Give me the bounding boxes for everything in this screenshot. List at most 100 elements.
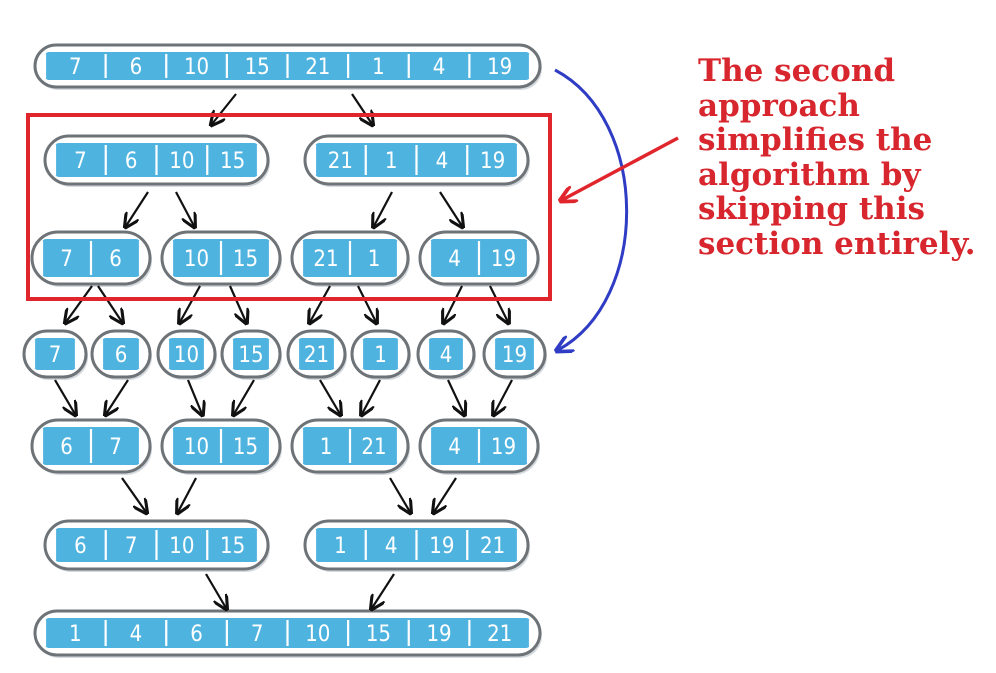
cell-value: 4 [385,534,398,559]
cell-value: 10 [305,622,330,647]
cell-value: 1 [69,622,82,647]
flow-arrow [228,285,246,322]
array-block: 21 [286,329,347,380]
array-block: 6 [90,329,152,380]
cell-value: 15 [233,247,258,272]
note-line: simplifies the [698,122,933,158]
flow-arrow [447,379,464,414]
cell-value: 7 [74,149,87,174]
cell-value: 10 [174,343,199,368]
cell-value: 7 [69,55,82,80]
flow-arrow [186,379,202,414]
flow-arrow [205,573,226,608]
flow-arrow [310,285,331,322]
cell-value: 4 [448,247,461,272]
block-fill [232,338,270,370]
array-block: 19 [482,329,547,380]
cell-value: 4 [130,622,143,647]
note-line: The second [698,53,896,89]
array-block: 1 [350,329,411,380]
skip-arrow [555,68,629,350]
cell-value: 21 [487,622,512,647]
cell-value: 6 [130,55,143,80]
note-line: algorithm by [698,156,921,193]
flow-arrow [444,285,463,322]
array-block: 7 [22,329,88,380]
array-block: 15 [220,329,282,380]
block-fill [168,338,205,370]
block-fill [102,338,140,370]
array-block: 4 19 [418,418,540,475]
cell-value: 10 [169,534,194,559]
flow-arrow [374,191,393,226]
skipped-section-highlight [26,113,552,301]
flow-arrow [234,379,255,414]
cell-value: 7 [49,343,62,368]
flow-arrow [212,93,237,124]
flow-arrow [106,379,129,414]
cell-value: 15 [220,149,245,174]
cell-value: 1 [334,534,347,559]
array-block: 4 [416,329,476,380]
cell-value: 6 [115,343,128,368]
flow-arrows [54,93,513,608]
cell-value: 21 [480,534,505,559]
cell-value: 10 [169,149,194,174]
cell-value: 6 [60,435,73,460]
flow-arrow [180,285,201,322]
cell-value: 21 [305,55,330,80]
cell-value: 15 [238,343,263,368]
cell-value: 15 [233,435,258,460]
flow-arrow [121,477,146,512]
cell-value: 7 [125,534,138,559]
pointer-arrow [562,136,679,200]
block-fill [494,338,535,370]
cell-value: 6 [109,247,122,272]
array-block: 10 15 [160,230,282,287]
cell-value: 6 [74,534,87,559]
cell-value: 15 [220,534,245,559]
cell-value: 4 [436,149,449,174]
cell-value: 19 [491,435,516,460]
cell-value: 19 [487,55,512,80]
flow-arrow [434,477,457,512]
array-block: 6 7 10 15 [43,519,270,572]
cell-value: 15 [366,622,391,647]
cell-value: 19 [480,149,505,174]
cell-value: 15 [245,55,270,80]
array-block: 1 4 19 21 [303,519,530,572]
annotation-note: The second approach simplifies the algor… [698,54,988,261]
cell-value: 19 [502,343,527,368]
cell-value: 7 [251,622,264,647]
cell-value: 21 [328,149,353,174]
cell-value: 21 [304,343,329,368]
block-fill [298,338,335,370]
cell-value: 4 [448,435,461,460]
flow-arrow [362,379,381,414]
cell-value: 6 [190,622,203,647]
flow-arrow [97,285,122,322]
cell-value: 6 [125,149,138,174]
note-line: section entirely. [698,225,976,262]
cell-value: 1 [372,55,385,80]
array-block: 7 6 10 15 [43,134,270,187]
cell-value: 19 [429,534,454,559]
flow-arrow [54,379,75,414]
flow-arrow [494,379,513,414]
cell-value: 10 [184,435,209,460]
cell-value: 7 [109,435,122,460]
cell-value: 21 [313,247,338,272]
flow-arrow [126,191,149,226]
cell-value: 19 [426,622,451,647]
cell-value: 10 [184,247,209,272]
flow-arrow [319,379,340,414]
cell-value: 4 [440,343,453,368]
